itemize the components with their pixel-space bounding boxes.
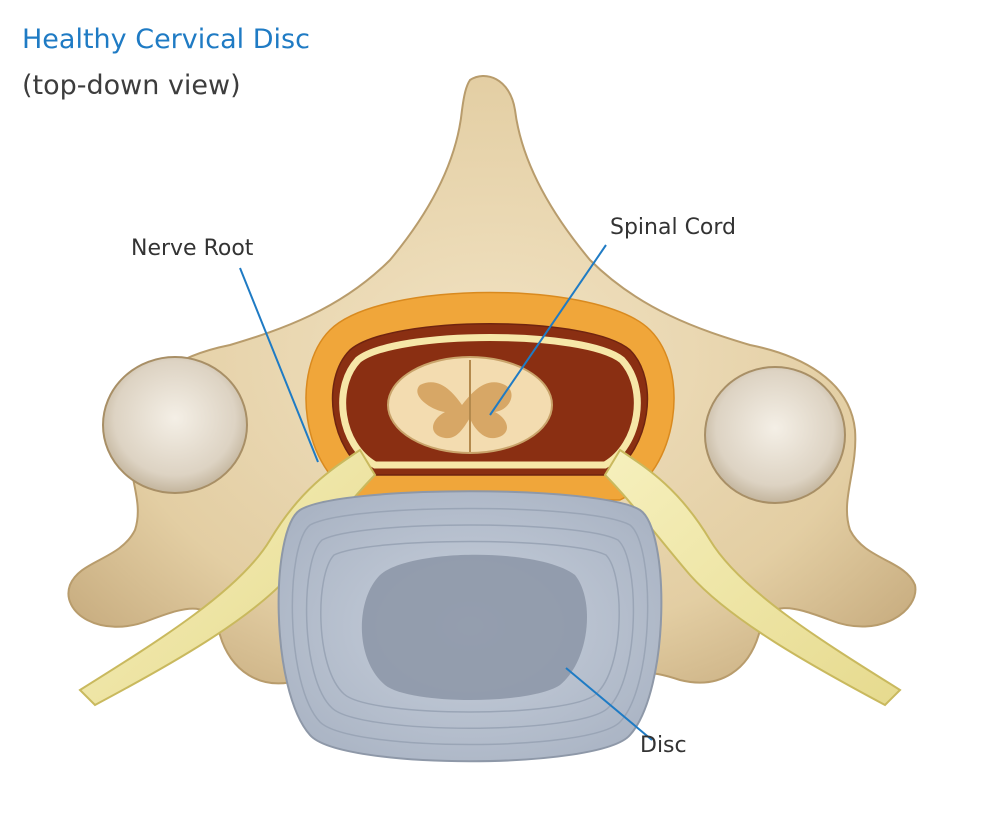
gray-matter: [417, 382, 512, 439]
dura-sheath: [339, 334, 641, 469]
annulus-ring-2: [305, 524, 635, 729]
right-nerve-root: [603, 448, 902, 707]
diagram-title: Healthy Cervical Disc: [22, 24, 310, 55]
annulus-ring-1: [291, 507, 649, 746]
nerve-root-leader-line: [239, 267, 319, 463]
spinal-cord-leader-line: [489, 244, 607, 416]
nerve-root-label: Nerve Root: [131, 236, 254, 261]
nucleus-pulposus: [361, 554, 587, 700]
disc-leader-line: [565, 667, 653, 741]
left-foramen: [102, 356, 248, 494]
diagram-subtitle: (top-down view): [22, 70, 241, 101]
spinal-cord-label: Spinal Cord: [610, 215, 737, 240]
right-foramen: [704, 366, 846, 504]
disc-label: Disc: [640, 733, 687, 758]
